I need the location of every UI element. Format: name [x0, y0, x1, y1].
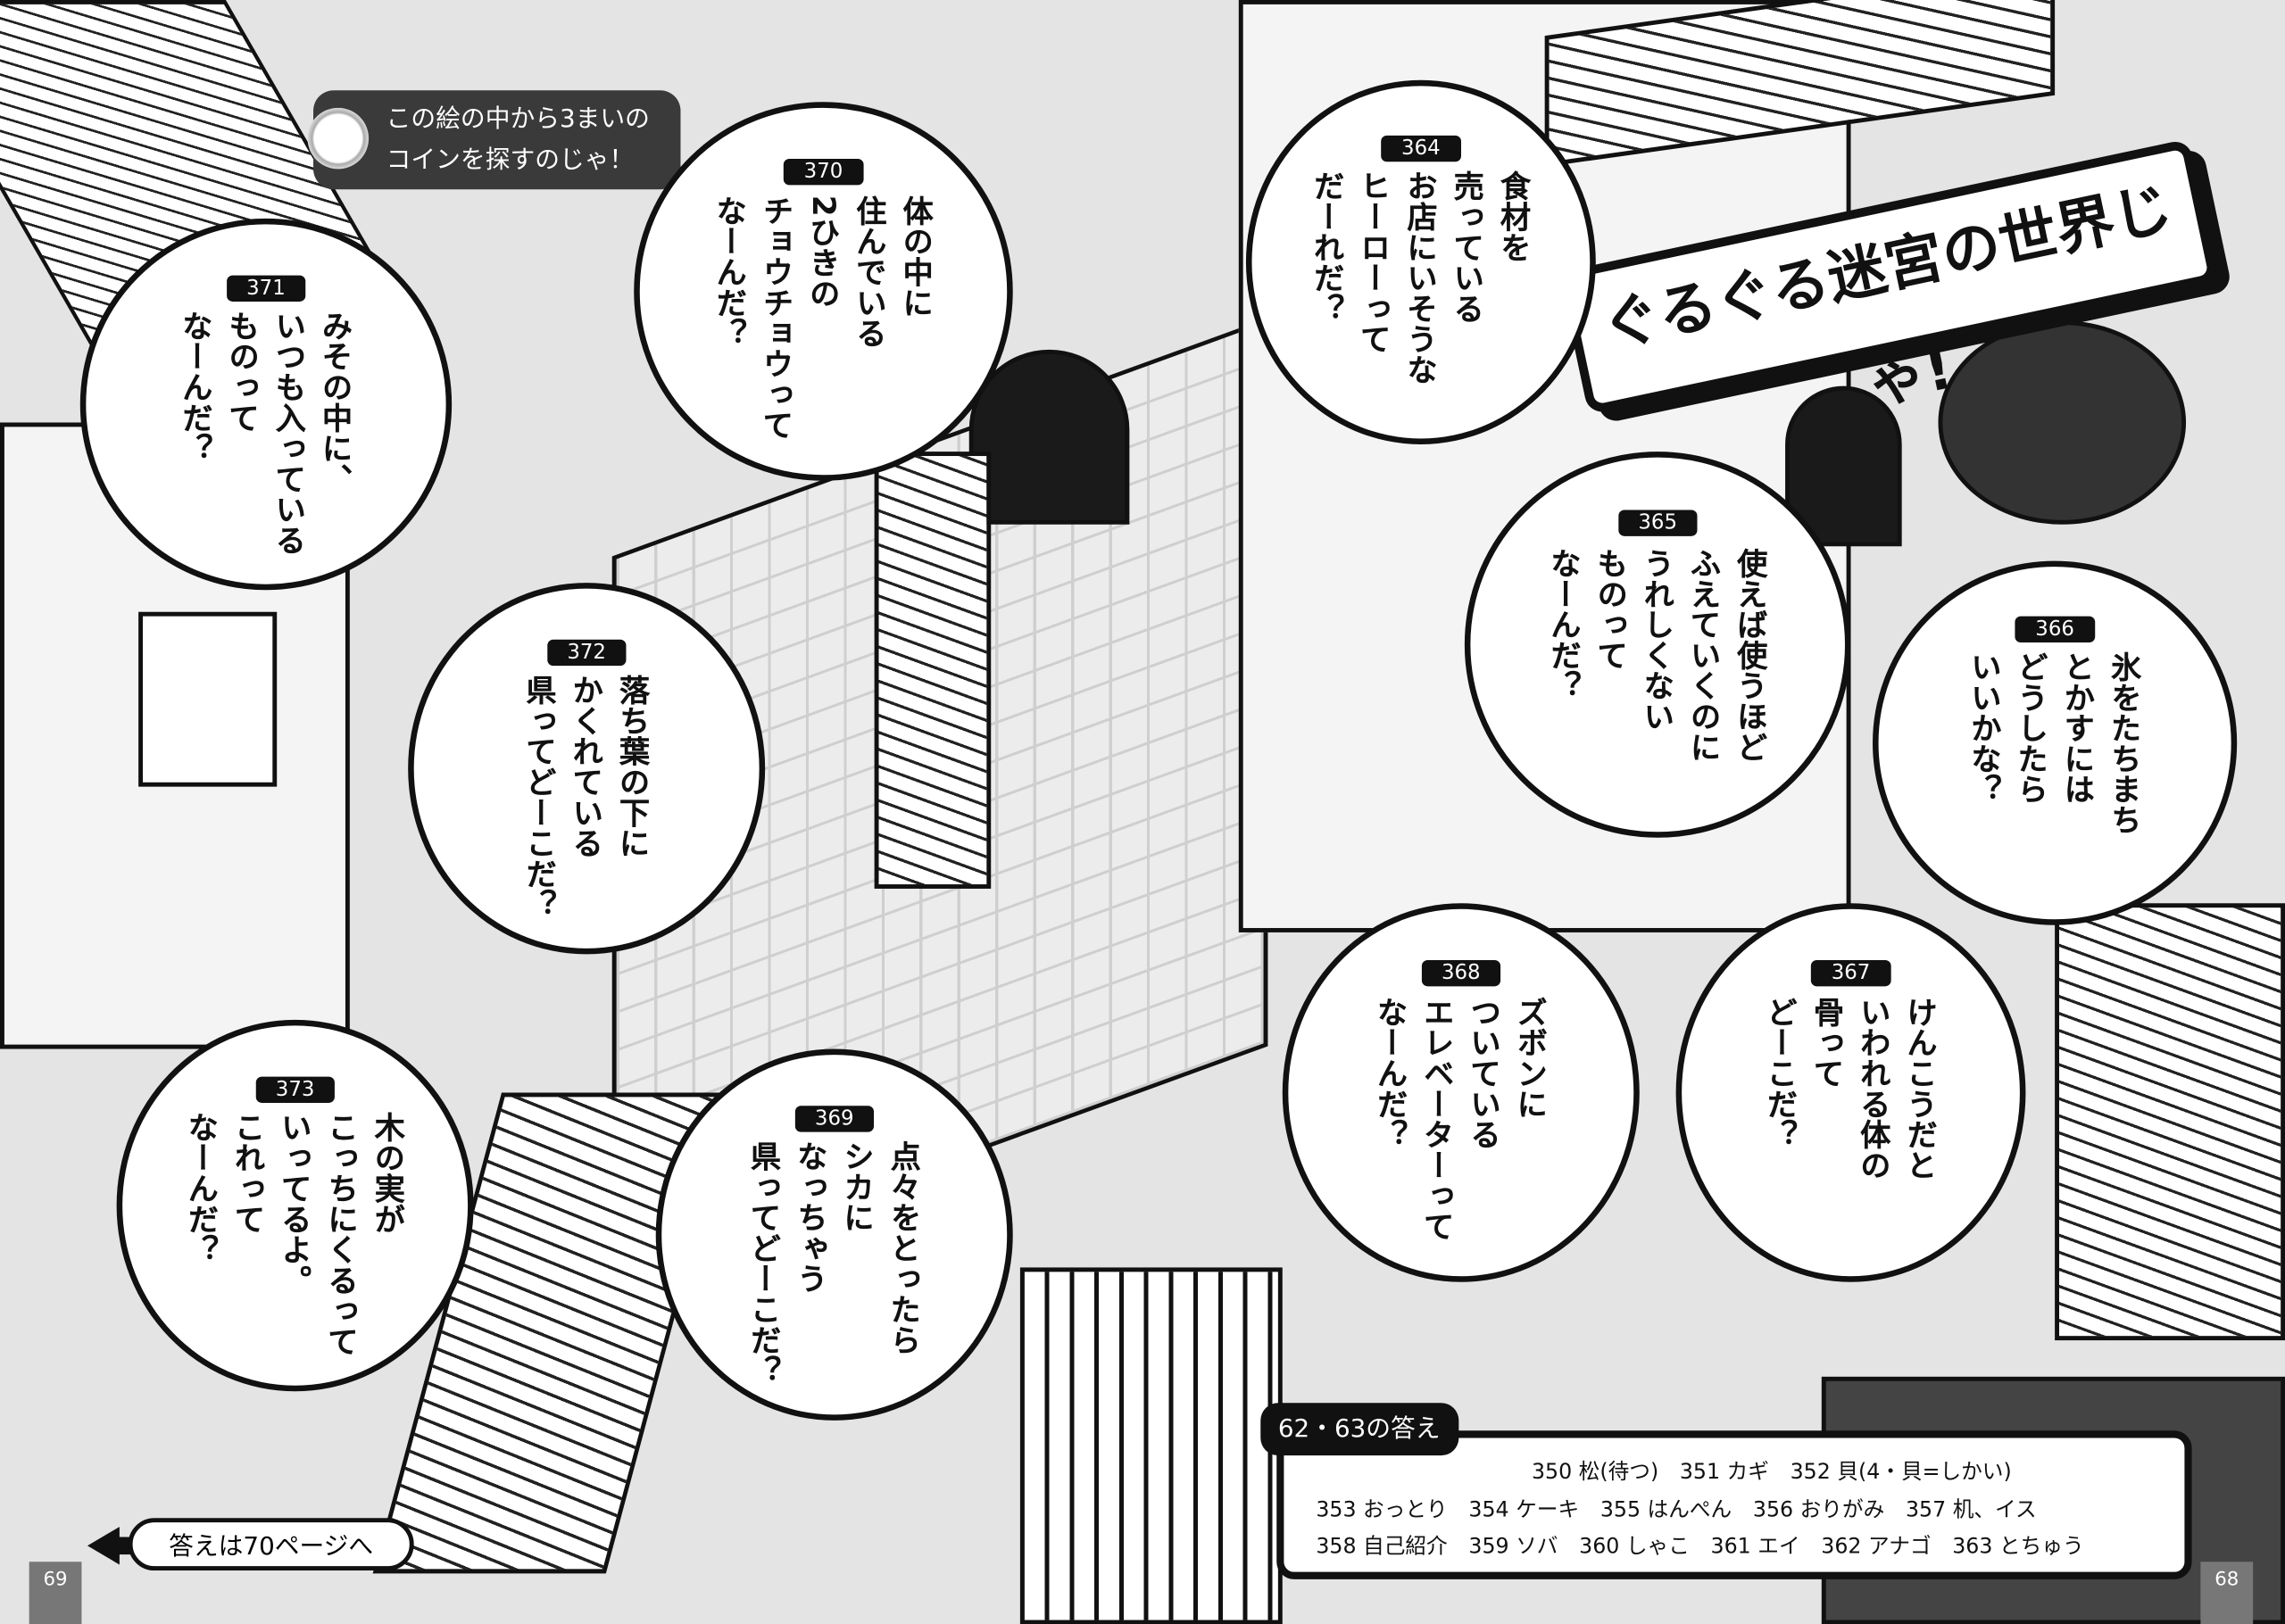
- riddle-line: けんこうだと: [1903, 997, 1939, 1181]
- riddle-bubble: 364 食材を売っているお店にいそうなヒーローってだーれだ？: [1245, 79, 1596, 444]
- riddle-text: 落ち葉の下にかくれている県ってどーこだ？: [517, 675, 657, 919]
- riddle-text: ズボンについているエレベーターってなーんだ？: [1367, 998, 1554, 1242]
- riddle-line: 体の中に: [899, 195, 935, 319]
- riddle-line: シカに: [840, 1140, 876, 1233]
- riddle-bubble: 369 点々をとったらシカになっちゃう県ってどーこだ？: [655, 1048, 1013, 1421]
- riddle-line: 売っている: [1450, 170, 1485, 324]
- coin-icon: [307, 107, 370, 170]
- riddle-text: 食材を売っているお店にいそうなヒーローってだーれだ？: [1304, 170, 1537, 385]
- riddle-bubble: 365 使えば使うほどふえていくのにうれしくないものってなーんだ？: [1464, 452, 1851, 838]
- riddle-line: こっちにくるって: [324, 1112, 360, 1357]
- riddle-number: 366: [2015, 616, 2095, 642]
- answers-row: 358 自己紹介 359 ソバ 360 しゃこ 361 エイ 362 アナゴ 3…: [1316, 1535, 2084, 1559]
- riddle-line: かくれている: [569, 675, 604, 859]
- answers-row: 350 松(待つ) 351 カギ 352 貝(4・貝=しかい): [1531, 1461, 2012, 1485]
- riddle-number: 372: [546, 639, 627, 666]
- riddle-line: 落ち葉の下に: [615, 675, 652, 859]
- riddle-line: ついている: [1467, 997, 1502, 1150]
- riddle-line: 骨って: [1809, 997, 1845, 1090]
- riddle-text: けんこうだといわれる体の骨ってどーこだ？: [1757, 998, 1944, 1181]
- riddle-line: なーんだ？: [712, 195, 748, 349]
- riddle-line: ものって: [225, 311, 261, 434]
- coin-hint-line: コインを探すのじゃ！: [386, 145, 635, 175]
- riddle-line: これって: [230, 1112, 266, 1235]
- riddle-line: 木の実が: [370, 1112, 406, 1235]
- riddle-line: ふえていくのに: [1686, 547, 1723, 762]
- riddle-text: 点々をとったらシカになっちゃう県ってどーこだ？: [741, 1141, 927, 1386]
- riddle-bubble: 373 木の実がこっちにくるっていってるよ。これってなーんだ？: [116, 1019, 474, 1392]
- riddle-line: だーれだ？: [1309, 170, 1345, 324]
- riddle-line: なーんだ？: [1373, 997, 1409, 1150]
- riddle-line: うれしくない: [1640, 547, 1675, 732]
- riddle-line: なーんだ？: [1547, 547, 1583, 700]
- riddle-bubble: 367 けんこうだといわれる体の骨ってどーこだ？: [1675, 903, 2026, 1282]
- riddle-line: ヒーローって: [1357, 170, 1392, 354]
- answers-row: 353 おっとり 354 ケーキ 355 はんぺん 356 おりがみ 357 机…: [1316, 1499, 2037, 1523]
- riddle-number: 368: [1421, 960, 1501, 987]
- riddle-line: なーんだ？: [184, 1112, 220, 1265]
- arch: [968, 349, 1130, 525]
- riddle-line: お店にいそうな: [1403, 170, 1439, 385]
- riddle-number: 373: [254, 1075, 336, 1103]
- answers-box: 350 松(待つ) 351 カギ 352 貝(4・貝=しかい) 353 おっとり…: [1276, 1430, 2192, 1579]
- goto-answers-link[interactable]: 答えは70ページへ: [128, 1518, 414, 1571]
- page-number-left: 69: [29, 1562, 82, 1624]
- riddle-line: いいかな？: [1967, 650, 2003, 805]
- columns: [1019, 1267, 1283, 1624]
- staircase: [874, 452, 992, 889]
- riddle-number: 365: [1617, 510, 1698, 536]
- riddle-line: 食材を: [1496, 170, 1532, 263]
- coin-hint: この絵の中から3まいの コインを探すのじゃ！: [307, 90, 681, 190]
- riddle-text: 氷をたちまちとかすにはどうしたらいいかな？: [1962, 651, 2148, 835]
- riddle-text: みその中に、いつも入っているものってなーんだ？: [172, 311, 359, 555]
- riddle-bubble: 372 落ち葉の下にかくれている県ってどーこだ？: [408, 583, 766, 955]
- staircase: [2055, 903, 2285, 1341]
- riddle-text: 木の実がこっちにくるっていってるよ。これってなーんだ？: [179, 1112, 411, 1356]
- arrow-left-icon: [87, 1527, 120, 1565]
- riddle-bubble: 368 ズボンについているエレベーターってなーんだ？: [1282, 903, 1640, 1282]
- riddle-line: なーんだ？: [179, 311, 214, 464]
- riddle-line: 県ってどーこだ？: [522, 675, 558, 920]
- coin-hint-line: この絵の中から3まいの: [386, 104, 650, 135]
- riddle-line: どうしたら: [2014, 650, 2049, 805]
- answers-title: 62・63の答え: [1260, 1403, 1459, 1456]
- riddle-number: 367: [1810, 960, 1891, 987]
- riddle-number: 370: [783, 159, 864, 186]
- riddle-line: ものって: [1593, 547, 1629, 670]
- riddle-line: どーこだ？: [1763, 997, 1799, 1150]
- riddle-number: 369: [794, 1105, 875, 1131]
- riddle-line: ズボンに: [1513, 997, 1549, 1120]
- window-left: [138, 611, 278, 787]
- riddle-line: みその中に、: [318, 311, 353, 494]
- riddle-line: なっちゃう: [794, 1140, 829, 1295]
- riddle-line: 2ひきの: [805, 195, 842, 310]
- riddle-line: とかすには: [2060, 650, 2096, 805]
- riddle-line: いってるよ。: [278, 1112, 313, 1296]
- riddle-line: エレベーターって: [1420, 997, 1456, 1242]
- riddle-number: 364: [1381, 135, 1461, 162]
- page-number-right: 68: [2200, 1562, 2254, 1624]
- riddle-text: 使えば使うほどふえていくのにうれしくないものってなーんだ？: [1541, 547, 1774, 761]
- riddle-bubble: 366 氷をたちまちとかすにはどうしたらいいかな？: [1873, 560, 2238, 925]
- riddle-line: 住んでいる: [852, 195, 888, 349]
- riddle-line: 点々をとったら: [886, 1140, 922, 1355]
- riddle-bubble: 371 みその中に、いつも入っているものってなーんだ？: [79, 218, 453, 591]
- riddle-line: 氷をたちまち: [2106, 650, 2143, 835]
- riddle-line: いつも入っている: [271, 311, 307, 556]
- villain-character: [1938, 320, 2187, 525]
- riddle-line: チョウチョウって: [759, 195, 794, 441]
- riddle-number: 371: [226, 274, 306, 302]
- riddle-line: 使えば使うほど: [1733, 547, 1769, 762]
- riddle-line: いわれる体の: [1857, 997, 1892, 1181]
- riddle-bubble: 370 体の中に住んでいる 2ひきのチョウチョウってなーんだ？: [634, 102, 1013, 481]
- riddle-text: 体の中に住んでいる 2ひきのチョウチョウってなーんだ？: [707, 196, 940, 441]
- riddle-line: 県ってどーこだ？: [746, 1140, 782, 1387]
